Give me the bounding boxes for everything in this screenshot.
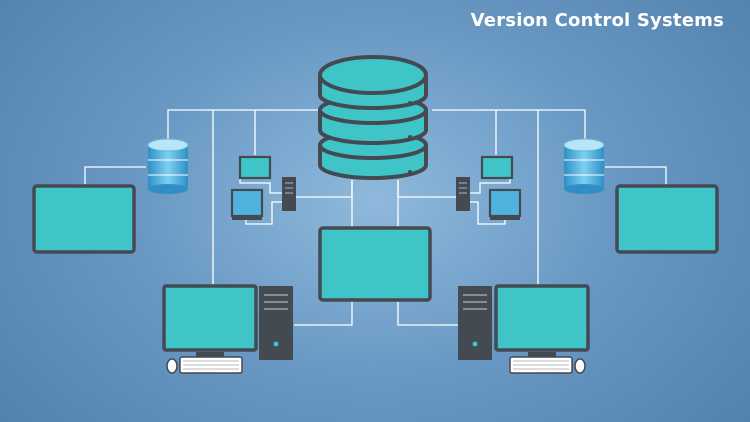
central-database-icon [318, 55, 428, 180]
connection-line [470, 201, 506, 225]
connection-line [432, 109, 586, 140]
connection-line [167, 109, 318, 140]
connection-lines [84, 109, 667, 326]
connection-line [470, 174, 511, 194]
connection-line [397, 180, 456, 198]
connection-line [84, 166, 146, 185]
right-mini-workstation-icon [456, 155, 522, 220]
connection-line [294, 300, 353, 326]
right-monitor-icon [615, 184, 719, 254]
left-desktop-computer-icon [162, 284, 293, 374]
left-database-icon [147, 138, 189, 194]
page-title: Version Control Systems [470, 10, 724, 31]
connection-line [397, 300, 458, 326]
center-monitor-icon [318, 226, 432, 302]
connection-line [245, 201, 282, 225]
connection-line [239, 174, 282, 194]
connection-line [294, 180, 353, 198]
connection-line [605, 166, 667, 185]
right-database-icon [563, 138, 605, 194]
right-desktop-computer-icon [458, 284, 590, 374]
left-mini-workstation-icon [230, 155, 296, 220]
left-monitor-icon [32, 184, 136, 254]
